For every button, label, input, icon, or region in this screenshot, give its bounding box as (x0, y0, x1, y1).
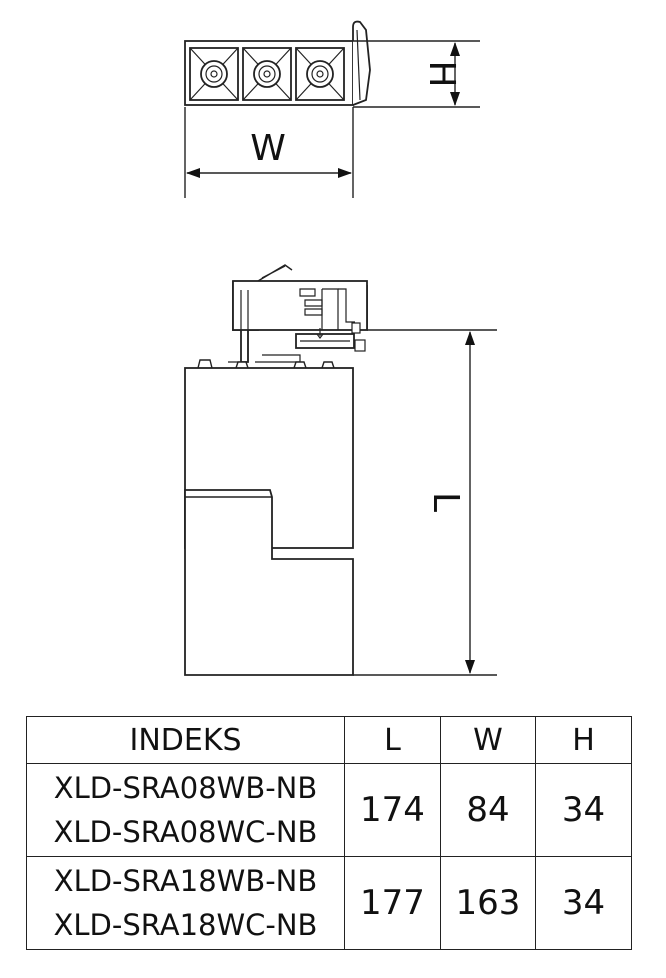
table-header-row: INDEKS L W H (26, 716, 632, 764)
body-connector (321, 361, 335, 369)
table-row: XLD-SRA18WB-NB XLD-SRA18WC-NB 177 163 34 (26, 856, 632, 950)
indeks-value: XLD-SRA08WC-NB (53, 815, 318, 849)
h-value: 34 (535, 856, 632, 950)
indeks-value: XLD-SRA08WB-NB (53, 771, 318, 805)
track-adapter (228, 264, 368, 363)
h-dimension-label: H (421, 60, 462, 87)
led-cell (295, 47, 345, 101)
header-w: W (440, 716, 536, 764)
body-connector (197, 359, 213, 369)
w-value: 163 (440, 856, 536, 950)
top-view-adapter (352, 20, 371, 106)
body-connector (293, 361, 307, 369)
indeks-value: XLD-SRA18WB-NB (53, 864, 318, 898)
led-cell (189, 47, 239, 101)
technical-drawing: H W (184, 20, 497, 676)
spec-table: INDEKS L W H XLD-SRA08WB-NB XLD-SRA08WC-… (26, 716, 632, 950)
l-value: 174 (344, 763, 441, 857)
w-value: 84 (440, 763, 536, 857)
w-dimension-label: W (250, 128, 286, 169)
table-row: XLD-SRA08WB-NB XLD-SRA08WC-NB 174 84 34 (26, 763, 632, 857)
l-dimension (353, 329, 497, 676)
side-view-body-lower (184, 489, 354, 676)
top-view (184, 20, 371, 106)
header-indeks: INDEKS (26, 716, 345, 764)
l-value: 177 (344, 856, 441, 950)
side-view (184, 264, 368, 676)
h-value: 34 (535, 763, 632, 857)
l-dimension-label: L (425, 492, 466, 512)
header-h: H (535, 716, 632, 764)
indeks-value: XLD-SRA18WC-NB (53, 908, 318, 942)
h-dimension (353, 40, 480, 108)
indeks-cell: XLD-SRA18WB-NB XLD-SRA18WC-NB (26, 856, 345, 950)
body-connector (235, 361, 249, 369)
indeks-cell: XLD-SRA08WB-NB XLD-SRA08WC-NB (26, 763, 345, 857)
w-dimension (184, 107, 354, 198)
led-cell (242, 47, 292, 101)
header-l: L (344, 716, 441, 764)
